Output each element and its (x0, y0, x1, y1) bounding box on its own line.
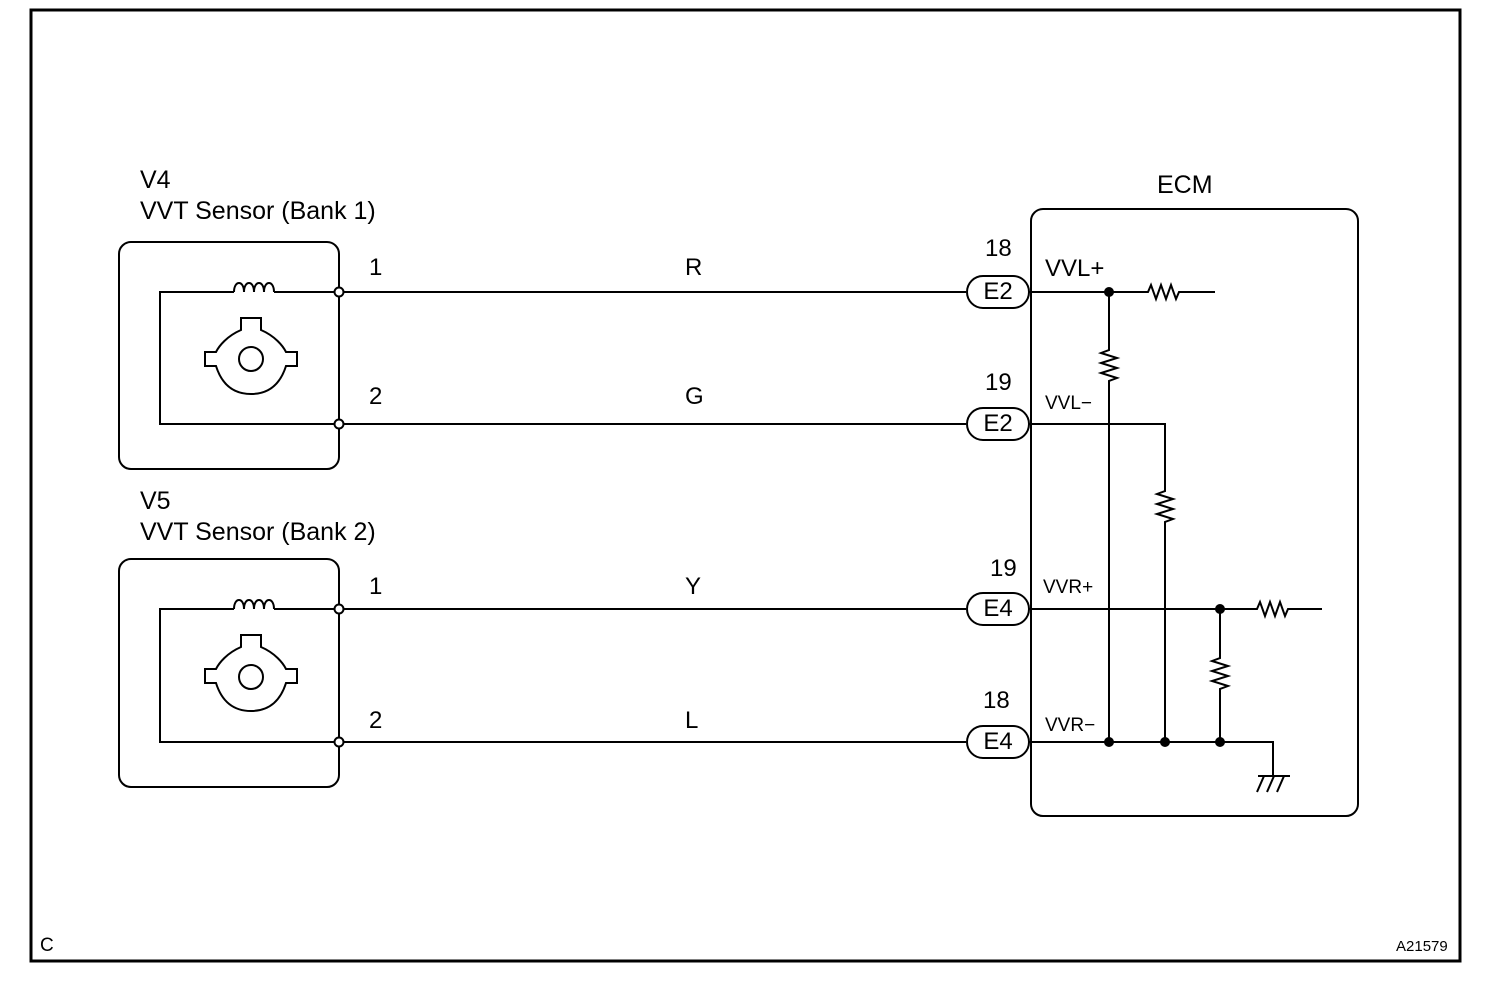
terminal-dot (333, 286, 345, 298)
ecm-vvl-plus-divider (1097, 292, 1121, 742)
wire-color-y: Y (685, 573, 702, 600)
ecm-terminal-number: 19 (990, 555, 1017, 582)
ecm-terminal-number: 18 (985, 235, 1012, 262)
ground-icon (1256, 775, 1290, 793)
junction-dot (1104, 287, 1114, 297)
ecm-connector-e2: E2 (966, 407, 1030, 441)
sensor-v4-loop (159, 291, 339, 425)
sensor-v5-name: VVT Sensor (Bank 2) (140, 518, 376, 546)
ecm-signal-vvl-plus: VVL+ (1045, 255, 1105, 282)
rotor-icon (204, 634, 298, 713)
ecm-vvr-minus-line (1029, 741, 1274, 776)
ecm-connector-e2: E2 (966, 275, 1030, 309)
ecm-title: ECM (1157, 171, 1213, 199)
sensor-v4-pin-2: 2 (369, 383, 383, 410)
ecm-box (1030, 208, 1359, 817)
wire-color-g: G (685, 383, 704, 410)
ecm-signal-vvr-plus: VVR+ (1043, 577, 1094, 598)
terminal-dot (333, 418, 345, 430)
sensor-v4-body (118, 241, 340, 470)
ecm-terminal-number: 18 (983, 687, 1010, 714)
sensor-v5-id: V5 (140, 487, 171, 515)
junction-dot (1104, 737, 1114, 747)
wire-color-l: L (685, 707, 699, 734)
ecm-signal-vvr-minus: VVR− (1045, 715, 1096, 736)
coil-icon (233, 282, 275, 293)
corner-code: C (40, 935, 54, 956)
sensor-v4-id: V4 (140, 166, 171, 194)
ecm-terminal-number: 19 (985, 369, 1012, 396)
terminal-dot (333, 736, 345, 748)
coil-icon (233, 599, 275, 610)
sensor-v4-pin-1: 1 (369, 254, 383, 281)
junction-dot (1215, 604, 1225, 614)
terminal-dot (333, 603, 345, 615)
sensor-v5-pin-1: 1 (369, 573, 383, 600)
sensor-v5-pin-2: 2 (369, 707, 383, 734)
figure-code: A21579 (1396, 938, 1448, 955)
junction-dot (1215, 737, 1225, 747)
junction-dot (1160, 737, 1170, 747)
ecm-vvr-plus-line (1029, 599, 1322, 619)
sensor-v5-body (118, 558, 340, 788)
ecm-vvr-plus-divider (1208, 609, 1232, 742)
ecm-connector-e4: E4 (966, 592, 1030, 626)
ecm-vvl-plus-line (1029, 282, 1215, 302)
diagram-frame (29, 8, 1462, 963)
ecm-signal-vvl-minus: VVL− (1045, 393, 1093, 414)
wire-color-r: R (685, 254, 703, 281)
ecm-vvl-minus-line (1029, 423, 1177, 742)
sensor-v5-loop (159, 608, 339, 743)
ecm-connector-e4: E4 (966, 725, 1030, 759)
rotor-icon (204, 317, 298, 396)
sensor-v4-name: VVT Sensor (Bank 1) (140, 197, 376, 225)
